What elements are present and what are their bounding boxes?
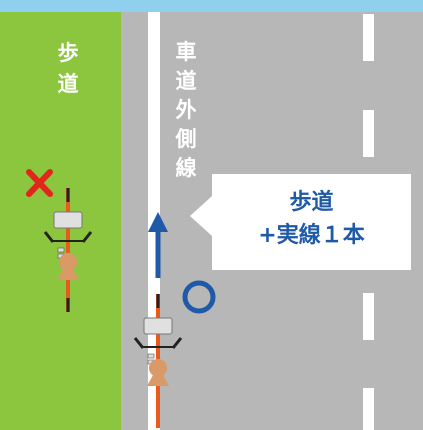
outside-line-label-char: 道 [175,69,197,93]
outside-line-label-char: 側 [175,127,197,151]
outside-line-label: 車 道 外 側 線 [166,38,206,183]
outside-line-label-char: 外 [175,98,197,122]
callout-text: 歩道 +実線１本 [212,186,411,252]
arrow-up-icon [148,212,168,278]
bicycle-icon [133,294,183,428]
sidewalk-label-char: 歩 [57,41,79,65]
lane-dash [363,110,374,157]
bicycle-icon [43,188,93,312]
sidewalk-label: 歩 道 [48,38,88,100]
sky-strip [0,0,423,12]
outside-line-label-char: 線 [175,156,197,180]
callout-box [212,174,411,270]
outside-line-label-char: 車 [175,40,197,64]
lane-dash [363,293,374,340]
cross-icon [26,169,53,197]
sidewalk-label-char: 道 [57,72,79,96]
callout-pointer [190,196,212,236]
callout-line-2: +実線１本 [258,223,365,248]
lane-dash [363,14,374,61]
callout-line-1: 歩道 [289,190,334,215]
lane-dash [363,388,374,430]
circle-icon [182,280,216,314]
